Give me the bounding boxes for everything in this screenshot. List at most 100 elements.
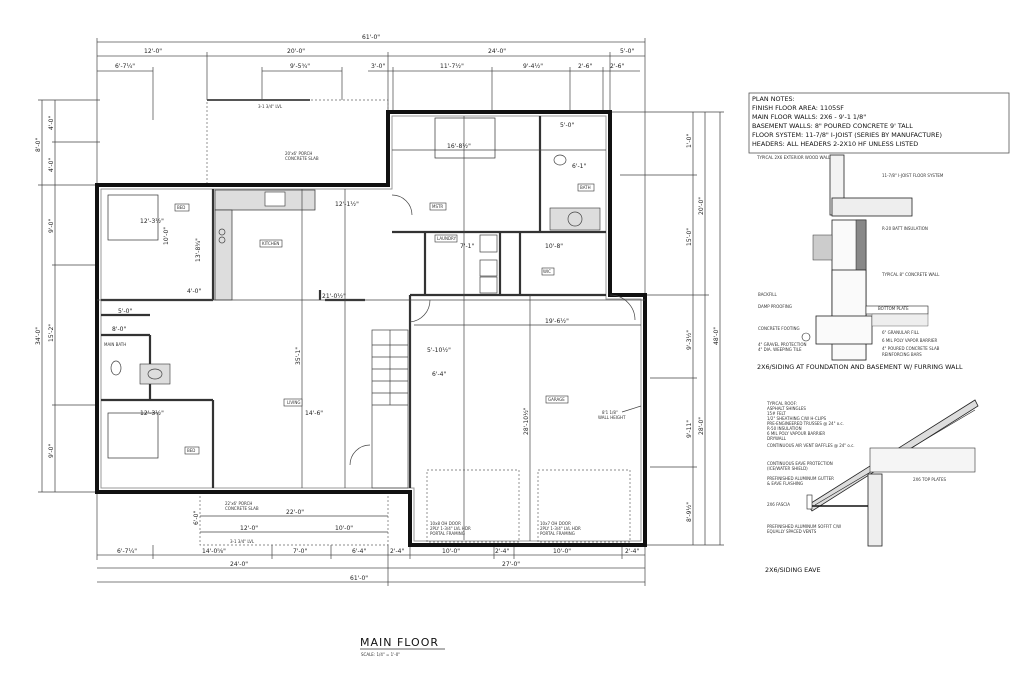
- plan-note-line: MAIN FLOOR WALLS: 2X6 - 9'-1 1/8": [752, 113, 866, 121]
- plan-note-line: BASEMENT WALLS: 8" POURED CONCRETE 9' TA…: [752, 122, 913, 130]
- dim-bottom-r1-1: 14'-0⅝": [202, 548, 226, 555]
- dim-top-r3-6: 2'-6": [610, 63, 624, 70]
- garage-wall-note: 8'1 1/8": [602, 410, 618, 415]
- detail-label: CONCRETE FOOTING: [758, 326, 800, 331]
- dim-garage-h: 28'-10½": [523, 407, 530, 435]
- bottom-dimensions: 6'-7¼" 14'-0⅝" 7'-0" 6'-4" 2'-4" 10'-0" …: [97, 545, 646, 586]
- dim-bottom-r1-0: 6'-7¼": [117, 548, 137, 555]
- dim-kitchen-w: 12'-1½": [335, 201, 359, 208]
- detail-label: 11-7/8" I-JOIST FLOOR SYSTEM: [882, 173, 944, 178]
- tub-icon: [549, 207, 601, 231]
- detail-label: PREFINISHED ALUMINUM GUTTER: [767, 476, 834, 481]
- dim-right-inner-3: 9'-11": [686, 420, 693, 438]
- drawing-title-text: MAIN FLOOR: [360, 636, 439, 649]
- dim-right-mid-1: 28'-0": [698, 417, 705, 435]
- foundation-detail: TYPICAL 2X6 EXTERIOR WOOD WALL BOTTOM PL…: [756, 154, 963, 371]
- detail-label: CONTINUOUS AIR VENT BAFFLES @ 24" o.c.: [767, 443, 855, 448]
- detail-label: BOTTOM PLATE: [878, 306, 909, 311]
- dim-bottom-r1-6: 2'-4": [495, 548, 509, 555]
- toilet-icon: [553, 154, 567, 166]
- detail-label: & EAVE FLASHING: [767, 481, 803, 486]
- garage-door-1-note: PORTAL FRAMING: [430, 531, 465, 536]
- dim-master-w: 16'-8½": [447, 143, 471, 150]
- detail-label: 4" GRAVEL PROTECTION: [758, 342, 806, 347]
- dim-left-inner-2: 9'-0": [48, 219, 55, 233]
- detail-label: TYPICAL ROOF:: [766, 401, 797, 406]
- detail-label: PREFINISHED ALUMINUM SOFFIT C/W: [767, 524, 841, 529]
- detail-label: 6 MIL POLY VAPOUR BARRIER: [767, 431, 825, 436]
- porch-top-note-2: CONCRETE SLAB: [285, 156, 319, 161]
- left-dimensions: 8'-0" 34'-0" 4'-0" 4'-0" 9'-0" 15'-2" 9'…: [35, 99, 100, 560]
- detail-label: REINFORCING BARS: [882, 352, 922, 357]
- plan-note-line: FINISH FLOOR AREA: 1105SF: [752, 104, 844, 112]
- plan-notes: PLAN NOTES: FINISH FLOOR AREA: 1105SF MA…: [748, 92, 1010, 154]
- detail-label: PRE-ENGINEERED TRUSSES @ 24" o.c.: [767, 421, 844, 426]
- room-label-laundry: LAUNDRY: [437, 236, 457, 241]
- garage-doors: 10x8 OH DOOR 2PLY 1-3/4" LVL HDR PORTAL …: [426, 405, 642, 543]
- porch-dim-10: 10'-0": [335, 525, 353, 532]
- top-porch: 3-1 3/4" LVL 20'x6' PORCH CONCRETE SLAB: [206, 99, 389, 186]
- room-label-bath: BATH: [580, 185, 591, 190]
- dim-top-r3-1: 9'-5¾": [290, 63, 310, 70]
- eave-detail: TYPICAL ROOF: ASPHALT SHINGLES 15# FELT …: [765, 399, 979, 574]
- beam-top-label: 3-1 3/4" LVL: [258, 104, 283, 109]
- right-dimensions: 48'-0" 20'-0" 28'-0" 1'-0" 15'-0" 9'-3½"…: [610, 111, 724, 546]
- dim-bottom-r1-4: 2'-4": [390, 548, 404, 555]
- drawing-title: MAIN FLOOR SCALE: 1/4" = 1'-0": [360, 636, 445, 657]
- porch-bottom-note-2: CONCRETE SLAB: [225, 506, 259, 511]
- dim-left-inner-1: 4'-0": [48, 158, 55, 172]
- dim-left-outer-1: 34'-0": [35, 327, 42, 345]
- dim-right-inner-2: 9'-3½": [686, 330, 693, 350]
- detail-label: TYPICAL 8" CONCRETE WALL: [881, 272, 940, 277]
- laundry-sink-icon: [479, 234, 498, 253]
- dim-bottom-r1-5: 10'-0": [442, 548, 460, 555]
- dim-garage-w: 19'-6½": [545, 318, 569, 325]
- dim-right-inner-1: 15'-0": [686, 228, 693, 246]
- dim-stair2: 6'-4": [432, 371, 446, 378]
- detail-label: 4" DIA. WEEPING TILE: [758, 347, 802, 352]
- detail-label: DAMP PROOFING: [758, 304, 792, 309]
- room-label-bed-2: BED: [187, 448, 195, 453]
- garage-door-2-note: 10x7 OH DOOR: [540, 521, 571, 526]
- detail-label: DRYWALL: [767, 436, 787, 441]
- dim-bottom-r1-3: 6'-4": [352, 548, 366, 555]
- dim-bottom-r2-0: 24'-0": [230, 561, 248, 568]
- dim-right-inner-0: 1'-0": [686, 134, 693, 148]
- room-label-garage: GARAGE: [548, 397, 565, 402]
- room-labels: BED BED KITCHEN LIVING MAIN BATH MSTR LA…: [104, 183, 595, 455]
- porch-dim-12: 12'-0": [240, 525, 258, 532]
- dim-kitchen-h: 13'-8¾": [195, 238, 202, 262]
- dim-top-r2-1: 20'-0": [287, 48, 305, 55]
- bed-icon: [434, 117, 496, 159]
- dim-laundry-w: 7'-1": [460, 243, 474, 250]
- door-swing: [349, 444, 371, 466]
- plan-note-line: PLAN NOTES:: [752, 95, 795, 103]
- room-label-bed-1: BED: [177, 205, 185, 210]
- dim-top-r3-3: 11'-7½": [440, 63, 464, 70]
- porch-dim-6: 6'-0": [193, 511, 200, 525]
- dim-bottom-r1-7: 10'-0": [553, 548, 571, 555]
- detail-label: 1/2" SHEATHING C/W H-CLIPS: [767, 416, 826, 421]
- dim-bath-top: 5'-0": [560, 122, 574, 129]
- detail-label: (ICE/WATER SHIELD): [767, 466, 808, 471]
- dim-left-outer-0: 8'-0": [35, 138, 42, 152]
- washer-icon: [479, 259, 498, 277]
- detail-label: 6" GRANULAR FILL: [882, 330, 920, 335]
- dim-top-r3-5: 2'-6": [578, 63, 592, 70]
- garage-door-1-note: 10x8 OH DOOR: [430, 521, 461, 526]
- dim-bottom-r1-2: 7'-0": [293, 548, 307, 555]
- dim-top-r2-0: 12'-0": [144, 48, 162, 55]
- dim-wic-w: 10'-8": [545, 243, 563, 250]
- dim-top-r2-3: 5'-0": [620, 48, 634, 55]
- room-label-main-bath: MAIN BATH: [104, 342, 126, 347]
- dim-right-outer: 48'-0": [713, 327, 720, 345]
- drawing-scale: SCALE: 1/4" = 1'-0": [361, 652, 400, 657]
- stairs-icon: [371, 329, 409, 489]
- dim-bottom-overall: 61'-0": [350, 575, 368, 582]
- detail-label: 2X6 TOP PLATES: [913, 477, 947, 482]
- garage-door-2-note: 2PLY 1-3/4" LVL HDR: [540, 526, 581, 531]
- dim-right-mid-0: 20'-0": [698, 197, 705, 215]
- door-swing: [609, 294, 636, 321]
- detail-label: TYPICAL 2X6 EXTERIOR WOOD WALL: [756, 155, 831, 160]
- dim-left-inner-4: 9'-0": [48, 444, 55, 458]
